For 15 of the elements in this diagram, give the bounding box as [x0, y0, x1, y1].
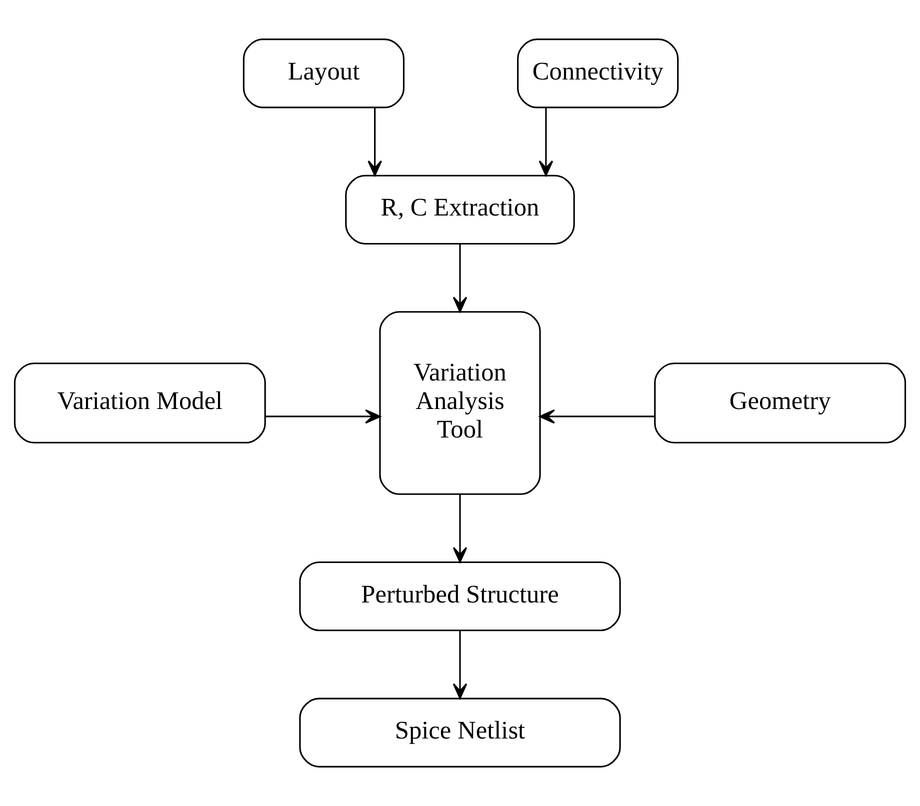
arrow: [452, 494, 468, 563]
node-box: R, C Extraction: [345, 174, 575, 245]
node-box: Perturbed Structure: [299, 561, 621, 632]
node-box: Layout: [242, 38, 405, 108]
node-box: Variation Model: [14, 362, 266, 444]
arrow: [368, 108, 382, 176]
node-box: Variation Analysis Tool: [379, 311, 541, 495]
arrow: [539, 409, 654, 424]
node-box: Geometry: [654, 362, 906, 444]
node-box: Spice Netlist: [299, 698, 621, 768]
arrow: [266, 409, 381, 424]
arrow: [452, 244, 468, 312]
arrow: [452, 630, 468, 700]
node-box: Connectivity: [517, 38, 679, 108]
arrow: [538, 108, 554, 176]
